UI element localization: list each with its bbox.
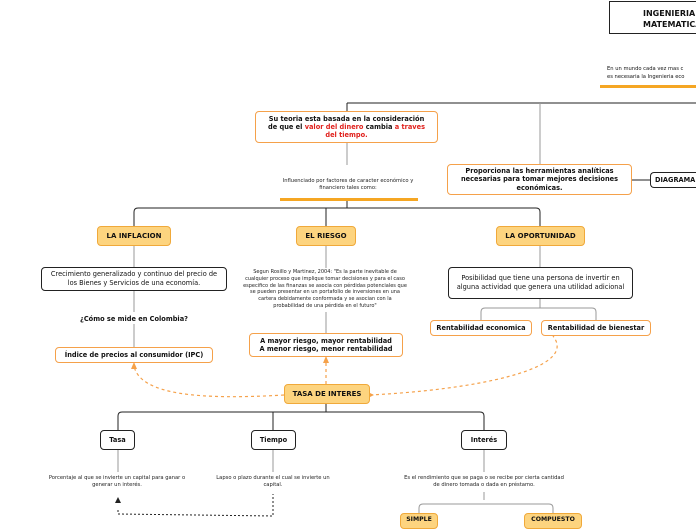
intro-text: En un mundo cada vez mas c es necesaria …	[607, 66, 684, 81]
inflacion-definition[interactable]: Crecimiento generalizado y continuo del …	[41, 267, 227, 291]
tasa-description: Porcentaje al que se invierte un capital…	[48, 475, 186, 489]
diagrama-node[interactable]: DIAGRAMA	[650, 172, 696, 188]
tasa-node[interactable]: Tasa	[100, 430, 135, 450]
teoria-text: Su teoria esta basada en la consideració…	[267, 114, 425, 140]
tasa-interes-node[interactable]: TASA DE INTERES	[284, 384, 370, 404]
teoria-highlight-tiempo: a traves del tiempo.	[325, 122, 425, 140]
rentabilidad-bienestar-node[interactable]: Rentabilidad de bienestar	[541, 320, 651, 336]
main-title-line2: MATEMATICA	[643, 20, 696, 30]
inflacion-node[interactable]: LA INFLACION	[97, 226, 171, 246]
simple-node[interactable]: SIMPLE	[400, 513, 438, 529]
influenciado-text: Influenciado por factores de caracter ec…	[282, 178, 414, 192]
intro-line2: es necesaria la Ingenieria eco	[607, 73, 685, 80]
underline-influenciado	[280, 198, 418, 201]
compuesto-node[interactable]: COMPUESTO	[524, 513, 582, 529]
oportunidad-definition[interactable]: Posibilidad que tiene una persona de inv…	[448, 267, 633, 299]
connector-factors-branch	[133, 207, 541, 226]
riesgo-node[interactable]: EL RIESGO	[296, 226, 356, 246]
connector-simple-compuesto	[418, 503, 554, 514]
interes-description: Es el rendimiento que se paga o se recib…	[404, 475, 564, 489]
arrowhead-ipc	[131, 362, 137, 369]
rentabilidad-economica-node[interactable]: Rentabilidad economica	[430, 320, 532, 336]
riesgo-line2: A menor riesgo, menor rentabilidad	[259, 345, 393, 353]
tiempo-description: Lapso o plazo durante el cual se inviert…	[216, 475, 330, 489]
arrowhead-tasa-desc	[115, 497, 121, 503]
interes-node[interactable]: Interés	[461, 430, 507, 450]
connector-rentabilidad-branch	[480, 307, 597, 320]
tiempo-node[interactable]: Tiempo	[251, 430, 296, 450]
connector-tasa-branch	[117, 411, 485, 430]
dashed-link-tasa-tiempo	[117, 494, 274, 517]
teoria-node[interactable]: Su teoria esta basada en la consideració…	[255, 111, 438, 143]
ipc-node[interactable]: Índice de precios al consumidor (IPC)	[55, 347, 213, 363]
inflacion-question: ¿Cómo se mide en Colombia?	[80, 315, 188, 323]
herramientas-node[interactable]: Proporciona las herramientas analíticas …	[447, 164, 632, 195]
riesgo-quote: Segun Rosillo y Martinez, 2004: "Es la p…	[243, 269, 407, 309]
teoria-highlight-valor: valor del dinero	[304, 122, 364, 131]
dashed-curve-ipc	[133, 365, 285, 398]
oportunidad-node[interactable]: LA OPORTUNIDAD	[496, 226, 585, 246]
riesgo-rentabilidad-node[interactable]: A mayor riesgo, mayor rentabilidad A men…	[249, 333, 403, 357]
underline-intro	[600, 85, 696, 88]
main-title-box[interactable]: INGENIERIA MATEMATICA	[609, 1, 696, 34]
arrowhead-riesgo	[323, 356, 329, 363]
main-title-line1: INGENIERIA	[643, 9, 696, 18]
intro-line1: En un mundo cada vez mas c	[607, 66, 684, 72]
dashed-curve-bienestar	[369, 335, 558, 396]
riesgo-line1: A mayor riesgo, mayor rentabilidad	[260, 336, 392, 345]
